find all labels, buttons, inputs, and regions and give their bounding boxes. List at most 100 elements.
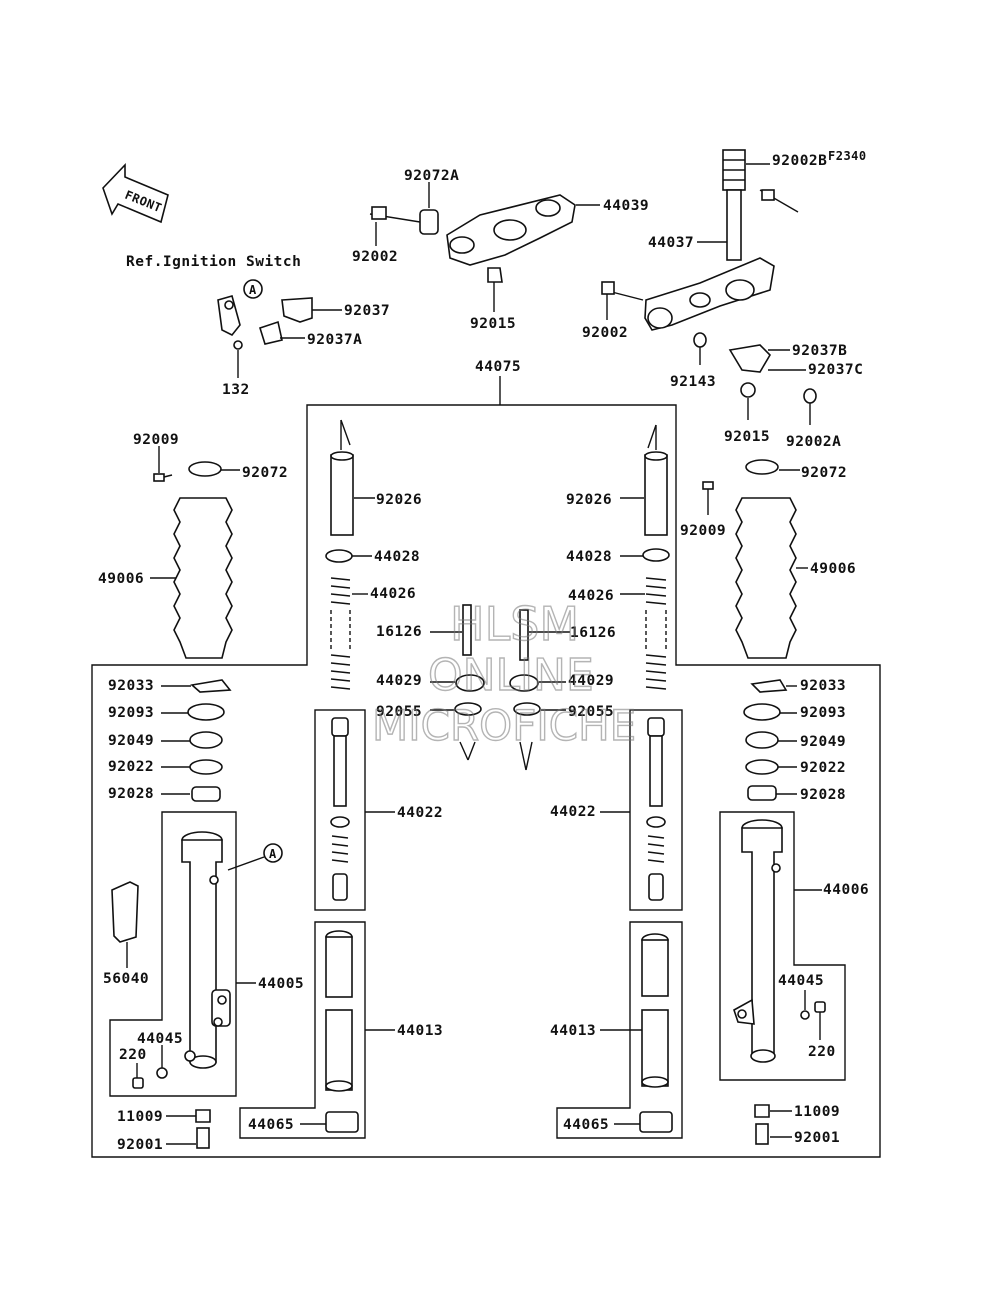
label-44026-left: 44026 xyxy=(370,586,416,602)
label-44029-right: 44029 xyxy=(568,673,614,689)
label-44045-left: 44045 xyxy=(137,1031,183,1047)
box-44013-left xyxy=(239,921,366,1139)
label-92072A: 92072A xyxy=(404,168,459,184)
inner-tube-left-44013 xyxy=(325,930,359,1133)
label-92009-right: 92009 xyxy=(680,523,726,539)
label-92143: 92143 xyxy=(670,374,716,390)
label-92093-right: 92093 xyxy=(800,705,846,721)
label-92002-top: 92002 xyxy=(352,249,398,265)
outer-tube-left-44005: A xyxy=(181,831,283,1069)
label-92002B: 92002B xyxy=(772,153,827,169)
watermark: HLSM ONLINE MICROFICHE xyxy=(371,596,637,750)
watermark-line3: MICROFICHE xyxy=(372,701,636,750)
damper-rod-right xyxy=(646,717,666,901)
label-11009-left: 11009 xyxy=(117,1109,163,1125)
label-92015-right: 92015 xyxy=(724,429,770,445)
label-92026-left: 92026 xyxy=(376,492,422,508)
label-44022-right: 44022 xyxy=(550,804,596,820)
box-44006 xyxy=(719,811,846,1081)
label-220-right: 220 xyxy=(808,1044,836,1060)
outer-tube-right-44006 xyxy=(733,819,826,1063)
figure-code: F2340 xyxy=(828,149,867,163)
label-92028-left: 92028 xyxy=(108,786,154,802)
left-seal-stack xyxy=(187,679,232,802)
box-44022-left xyxy=(314,709,366,911)
label-92022-left: 92022 xyxy=(108,759,154,775)
left-boot-group xyxy=(153,461,233,659)
label-49006-left: 49006 xyxy=(98,571,144,587)
label-92002-right: 92002 xyxy=(582,325,628,341)
steering-stem-44037 xyxy=(601,149,799,331)
inner-tube-right-44013 xyxy=(639,933,673,1133)
assembly-label-44075: 44075 xyxy=(475,359,521,375)
right-inner-tube-group xyxy=(642,424,670,690)
callout-a-label: A xyxy=(249,283,257,297)
watermark-line1: HLSM xyxy=(450,597,579,651)
upper-bracket-44039 xyxy=(369,194,576,283)
front-arrow-icon: FRONT xyxy=(102,163,169,224)
label-44006: 44006 xyxy=(823,882,869,898)
label-49006-right: 49006 xyxy=(810,561,856,577)
label-92049-left: 92049 xyxy=(108,733,154,749)
label-11009-right: 11009 xyxy=(794,1104,840,1120)
box-44005 xyxy=(109,811,237,1097)
label-92022-right: 92022 xyxy=(800,760,846,776)
label-92026-right: 92026 xyxy=(566,492,612,508)
label-92001-left: 92001 xyxy=(117,1137,163,1153)
label-92037A: 92037A xyxy=(307,332,362,348)
box-44022-right xyxy=(629,709,683,911)
right-bottom-hardware xyxy=(754,1104,770,1145)
callout-a-label-2: A xyxy=(269,847,277,861)
label-44065-left: 44065 xyxy=(248,1117,294,1133)
assembly-frame-44075 xyxy=(91,404,881,1158)
label-44022-left: 44022 xyxy=(397,805,443,821)
label-44005: 44005 xyxy=(258,976,304,992)
label-44045-right: 44045 xyxy=(778,973,824,989)
label-92009-left: 92009 xyxy=(133,432,179,448)
guard-56040 xyxy=(111,881,139,943)
label-92037B: 92037B xyxy=(792,343,847,359)
label-92001-right: 92001 xyxy=(794,1130,840,1146)
left-bottom-hardware xyxy=(132,1050,211,1149)
label-92033-left: 92033 xyxy=(108,678,154,694)
callout-a-marker xyxy=(243,279,263,299)
label-92055-right: 92055 xyxy=(568,704,614,720)
ref-ignition-switch-note: Ref.Ignition Switch xyxy=(126,254,301,270)
left-inner-tube-group xyxy=(325,419,354,690)
label-92033-right: 92033 xyxy=(800,678,846,694)
label-44013-right: 44013 xyxy=(550,1023,596,1039)
label-92072-left: 92072 xyxy=(242,465,288,481)
label-44028-left: 44028 xyxy=(374,549,420,565)
label-92037C: 92037C xyxy=(808,362,863,378)
damper-rod-left xyxy=(330,717,350,901)
label-44039: 44039 xyxy=(603,198,649,214)
label-44028-right: 44028 xyxy=(566,549,612,565)
label-16126-left: 16126 xyxy=(376,624,422,640)
label-44029-left: 44029 xyxy=(376,673,422,689)
label-16126-right: 16126 xyxy=(570,625,616,641)
label-44013-left: 44013 xyxy=(397,1023,443,1039)
label-44065-right: 44065 xyxy=(563,1117,609,1133)
label-92002A: 92002A xyxy=(786,434,841,450)
label-44026-right: 44026 xyxy=(568,588,614,604)
label-92049-right: 92049 xyxy=(800,734,846,750)
box-44013-right xyxy=(556,921,683,1139)
label-44037: 44037 xyxy=(648,235,694,251)
label-92028-right: 92028 xyxy=(800,787,846,803)
watermark-line2: ONLINE xyxy=(428,650,594,701)
center-valve-parts xyxy=(454,604,541,771)
label-92015-top: 92015 xyxy=(470,316,516,332)
label-92093-left: 92093 xyxy=(108,705,154,721)
label-92037: 92037 xyxy=(344,303,390,319)
lower-bracket-hardware xyxy=(693,332,817,404)
callout-a-marker-2 xyxy=(263,843,283,863)
label-220-left: 220 xyxy=(119,1047,147,1063)
label-92055-left: 92055 xyxy=(376,704,422,720)
right-seal-stack xyxy=(743,679,788,801)
label-56040: 56040 xyxy=(103,971,149,987)
label-132: 132 xyxy=(222,382,250,398)
label-92072-right: 92072 xyxy=(801,465,847,481)
ignition-bracket-parts: A xyxy=(217,279,342,378)
